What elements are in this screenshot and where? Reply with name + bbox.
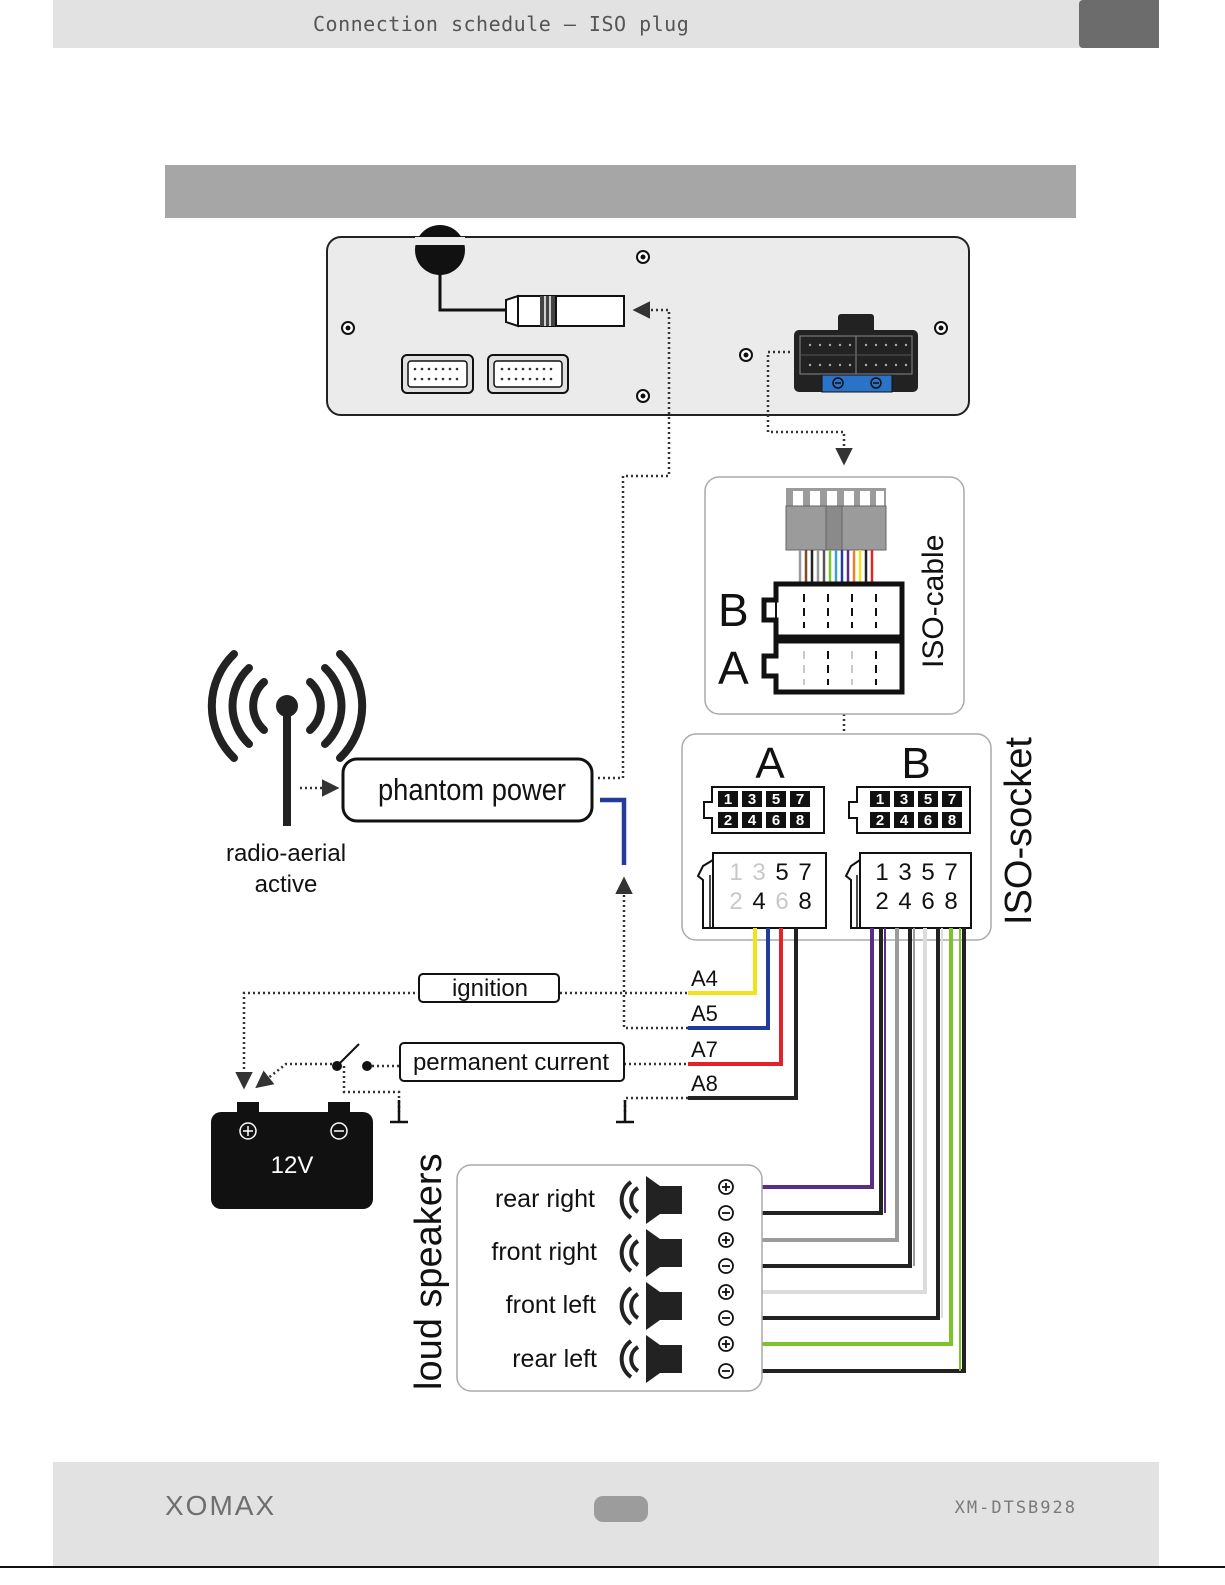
pin-label: 1 [724,791,732,808]
iso-socket-b-label: B [901,739,930,788]
model-number: XM-DTSB928 [955,1498,1077,1518]
ground-icon [390,1100,634,1122]
radio-aerial-label-line1: radio-aerial [226,840,346,867]
pin-label: 3 [900,791,908,808]
pin-label: 5 [775,859,788,886]
brand-logo: XOMAX [165,1490,276,1522]
permanent-current-label: permanent current [413,1049,609,1076]
speaker-wires [738,928,964,1371]
pin-label: 1 [875,859,888,886]
iso-cable-b-label: B [718,584,749,636]
pin-label: 6 [772,812,780,829]
pin-label: 5 [772,791,780,808]
wire-a5-label: A5 [691,1001,718,1026]
pin-label: 1 [729,859,742,886]
pin-label: 4 [898,888,911,915]
pin-label: 3 [752,859,765,886]
pin-label: 3 [748,791,756,808]
pin-label: 6 [775,888,788,915]
pin-label: 6 [924,812,932,829]
radio-aerial-label-line2: active [255,871,318,898]
head-unit-rear-panel [327,225,969,415]
wire-a7-label: A7 [691,1037,718,1062]
speaker-label-rear-left: rear left [512,1345,597,1373]
speaker-label-rear-right: rear right [495,1185,595,1213]
pin-label: 3 [898,859,911,886]
iso-socket-box: A B 1 3 5 7 2 4 6 8 1 3 5 7 2 4 6 8 [682,734,1040,940]
speaker-label-front-left: front left [506,1291,596,1319]
wire-labels: A4 A5 A7 A8 [691,966,718,1096]
iso-socket-label: ISO-socket [998,737,1040,925]
pin-label: 6 [921,888,934,915]
pin-label: 5 [921,859,934,886]
page-footer: XOMAX XM-DTSB928 [53,1462,1159,1567]
pin-label: 8 [944,888,957,915]
pin-label: 4 [752,888,765,915]
pin-label: 5 [924,791,932,808]
pin-label: 7 [798,859,811,886]
battery-label: 12V [271,1152,314,1179]
iso-cable-a-label: A [718,642,749,694]
bottom-rule [0,1566,1225,1568]
page-number-badge [594,1496,648,1522]
switch-icon [332,1044,400,1071]
iso-socket-a-label: A [755,739,785,788]
speakers-title: loud speakers [408,1153,450,1390]
wire-a8-label: A8 [691,1071,718,1096]
iso-cable-label: ISO-cable [917,535,950,668]
phantom-power-wire [600,800,624,865]
pin-label: 2 [724,812,732,829]
antenna-socket-icon [415,225,465,275]
pin-label: 7 [944,859,957,886]
pin-label: 8 [796,812,804,829]
pin-label: 4 [900,812,909,829]
pin-label: 7 [796,791,804,808]
pin-label: 8 [948,812,956,829]
speakers-box: loud speakers rear right front right fro… [408,1153,762,1391]
pin-label: 4 [748,812,757,829]
pin-label: 1 [876,791,884,808]
pin-label: 2 [729,888,742,915]
pin-label: 2 [876,812,884,829]
wire-a4-label: A4 [691,966,718,991]
ignition-label: ignition [452,975,528,1002]
speaker-label-front-right: front right [491,1238,597,1266]
pin-label: 7 [948,791,956,808]
pin-label: 8 [798,888,811,915]
radio-aerial-icon [212,654,362,826]
phantom-power-label: phantom power [378,773,566,807]
iso-cable-box: B A ISO-cable [705,477,964,714]
pin-label: 2 [875,888,888,915]
